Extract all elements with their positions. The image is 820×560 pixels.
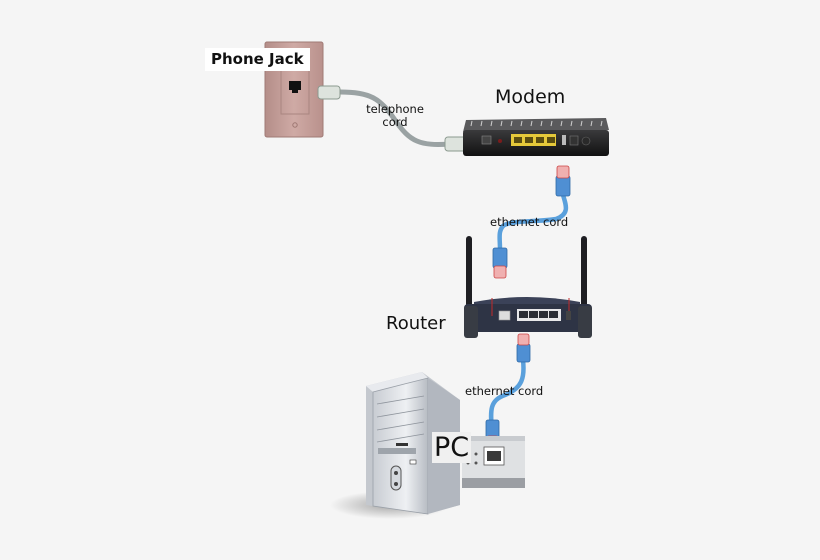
router-label: Router [386, 313, 446, 334]
telephone-cord-label-line2: cord [382, 115, 408, 129]
rj45-plug-modem-end [556, 165, 570, 179]
pc-label: PC [432, 432, 472, 463]
ethernet-cord-modem-router [492, 165, 571, 279]
ethernet-cord-1-label: ethernet cord [490, 215, 569, 229]
modem-label: Modem [495, 86, 566, 108]
rj11-port-icon [289, 81, 301, 93]
modem [463, 118, 609, 156]
router [464, 236, 592, 338]
antenna-right [581, 236, 587, 308]
rj45-plug-router-out [517, 333, 530, 346]
pc-back-panel [462, 436, 525, 488]
telephone-cord-label: telephone cord [360, 103, 430, 129]
telephone-cord-label-line1: telephone [366, 102, 424, 116]
rj45-plug-router-end [493, 265, 507, 279]
rj45-port-icon [487, 451, 501, 461]
phone-jack-label: Phone Jack [205, 48, 310, 71]
ethernet-cord-2-label: ethernet cord [465, 384, 544, 398]
antenna-left [466, 236, 472, 308]
rj11-plug-jack-end [317, 85, 341, 100]
